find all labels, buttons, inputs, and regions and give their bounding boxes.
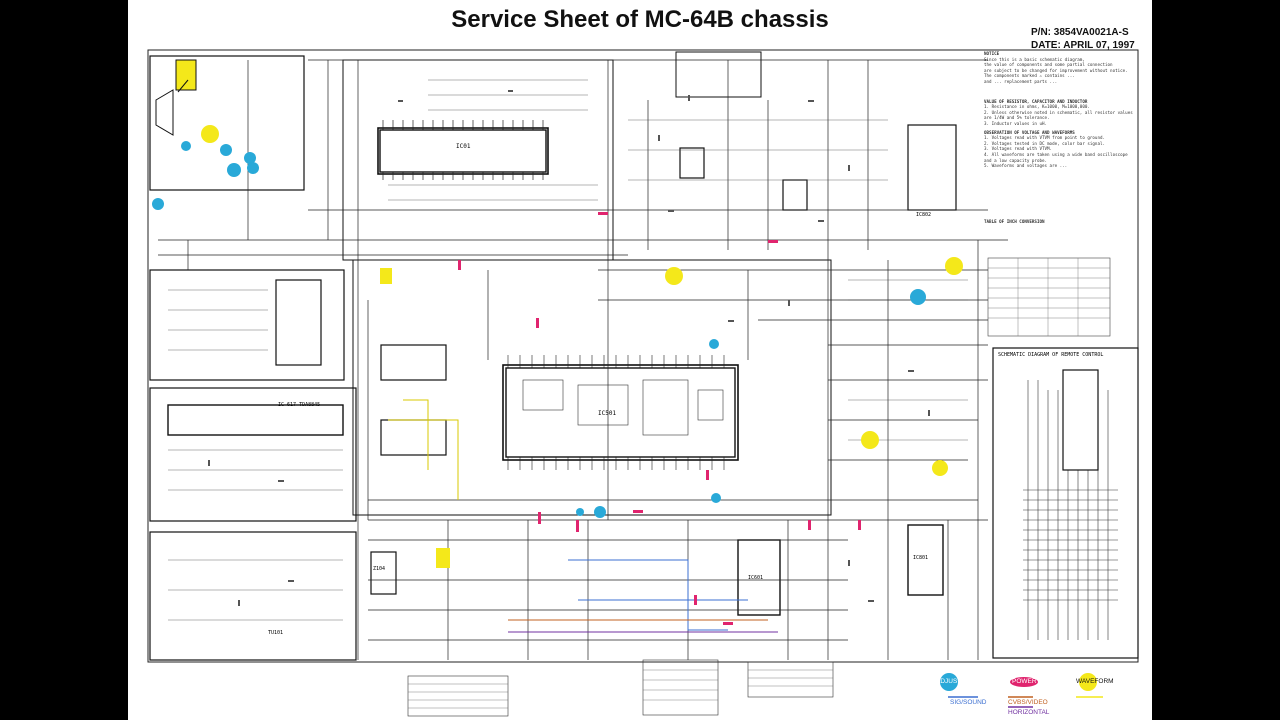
legend-waveform-label: WAVEFORM [1076,678,1114,685]
legend-video-label: CVBS/VIDEO [1008,699,1048,706]
remote-ic [1062,369,1099,471]
notice-line: Since this is a basic schematic diagram, [984,56,1085,62]
notice-line: The components marked ⚠ contains ... [984,73,1075,79]
remote-section-box [992,347,1139,659]
section2-line: 3. Inductor values in uH. [984,120,1048,126]
ic-c-body [380,419,447,456]
component-dots [208,90,930,606]
bottom-table-3 [747,661,834,698]
ic01-label: IC01 [456,143,471,150]
ic-tda-body [167,404,344,436]
ic801-label: IC801 [913,555,929,561]
power-markers [458,212,861,625]
legend-power-label: POWER [1012,678,1037,685]
tu101-label: TU101 [268,630,284,636]
ic-small2-body [782,179,808,211]
legend-adjustment-label: ADJUSTMENT [936,678,980,685]
bottom-table-1 [407,675,509,717]
part-number: P/N: 3854VA0021A-S [1031,27,1129,38]
ic-b-body [380,344,447,381]
tuner-section-box [149,531,357,661]
section2-line: 1. Resistance in ohms, K=1000, M=1000,00… [984,104,1090,110]
schematic-sheet: Service Sheet of MC-64B chassis P/N: 385… [128,0,1152,720]
remote-keypad-grid [1023,380,1118,640]
section3-line: 1. Voltages read with VTVM from point to… [984,135,1106,141]
waveform-markers [201,125,963,568]
audio-section-box [149,269,345,381]
legend-power-swatch [1010,677,1038,687]
ic-small-body [679,147,705,179]
legend-adjustment-swatch [940,673,958,691]
section3-line: 3. Voltages read with VTVM. [984,146,1053,152]
inch-conversion-table [987,257,1111,337]
schematic-drawing [147,49,1139,717]
section3-line: and a low capacity probe. [984,157,1048,163]
notice-line: are subject to be changed for improvemen… [984,67,1128,73]
ic-tda-label: IC 617 TDA8845 [278,402,321,408]
section2-line: 2. Unless otherwise noted in schematic, … [984,109,1133,115]
legend-waveform-swatch [1079,673,1097,691]
ic601-label: IC601 [748,575,764,581]
section3-line: 4. All waveforms are taken using a wide … [984,151,1128,157]
notice-line: the value of components and some partial… [984,62,1113,68]
notice-block: NOTICE Since this is a basic schematic d… [984,48,1146,224]
crt-symbol [155,59,197,136]
section2-heading: VALUE OF RESISTOR, CAPACITOR AND INDUCTO… [984,98,1088,104]
notice-heading: NOTICE [984,51,1000,56]
legend-horizontal-label: HORIZONTAL [1008,709,1050,716]
sheet-title: Service Sheet of MC-64B chassis [451,6,829,33]
section3-line: 2. Voltages tested in DC mode, color bar… [984,140,1106,146]
part-number-block: P/N: 3854VA0021A-S DATE: APRIL 07, 1997 [1031,26,1135,52]
bottom-table-2 [642,659,719,716]
ic801-body [907,524,944,596]
remote-label: SCHEMATIC DIAGRAM OF REMOTE CONTROL [998,352,1104,358]
notice-line: and ... replacement parts ... [984,78,1058,84]
section3-line: 5. Waveforms and voltages are ... [984,163,1068,169]
table-heading: TABLE OF INCH CONVERSION [984,218,1045,224]
wiring [158,59,1008,660]
z104-label: Z104 [373,566,386,572]
section3-heading: OBSERVATION OF VOLTAGE AND WAVEFORMS [984,129,1075,135]
sheet-date: DATE: APRIL 07, 1997 [1031,40,1135,51]
ic501-label: IC501 [598,410,617,417]
audio-ic-body [275,279,322,366]
main-signal-box [352,259,832,516]
section2-line: are 1/4W and 5% tolerance. [984,115,1050,121]
ic-tda-section-box [149,387,357,522]
z104-body [370,551,397,595]
crt-section-box [149,55,305,191]
adjustment-markers [152,141,926,518]
ic601-body [737,539,781,616]
ic802-body [907,124,957,211]
ic802-label: IC802 [916,212,932,218]
legend-sig-label: SIG/SOUND [950,699,987,706]
tuner-top-box [675,51,762,98]
